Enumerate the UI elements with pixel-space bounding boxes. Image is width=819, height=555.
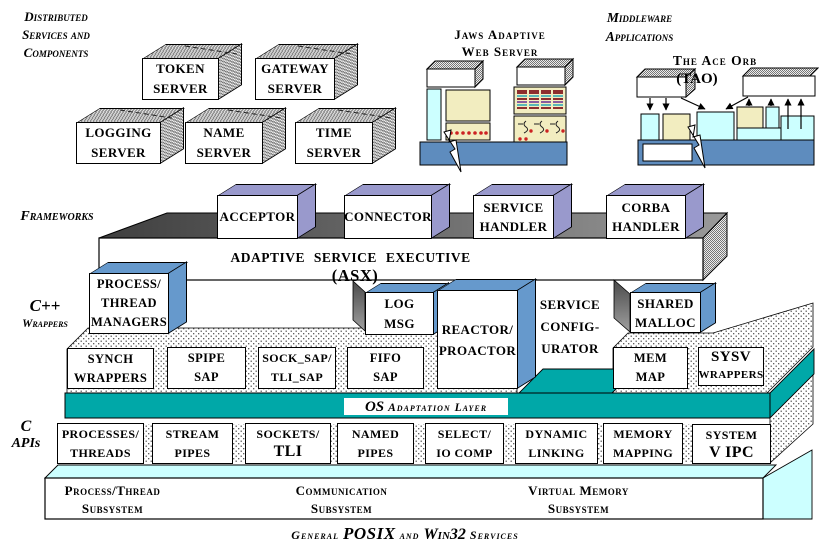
- box-dynamic-linking: DYNAMIC LINKING: [515, 423, 598, 464]
- box-acceptor: ACCEPTOR: [217, 183, 318, 239]
- box-process-thread-managers: PROCESS/ THREAD MANAGERS: [89, 261, 189, 334]
- box-name-server: NAME SERVER: [185, 107, 288, 164]
- label-virtual-memory-subsystem: Virtual Memory Subsystem: [528, 483, 629, 516]
- box-time-server: TIME SERVER: [295, 107, 398, 164]
- label-communication-subsystem: Communication Subsystem: [295, 483, 388, 516]
- box-mem-map: MEM MAP: [613, 347, 688, 389]
- box-spipe-sap: SPIPE SAP: [167, 347, 246, 389]
- box-service-handler: SERVICE HANDLER: [473, 183, 574, 239]
- box-gateway-server: GATEWAY SERVER: [255, 43, 360, 100]
- label-frameworks: Frameworks: [20, 209, 94, 224]
- box-named-pipes: NAMED PIPES: [337, 423, 414, 464]
- box-processes-threads: PROCESSES/ THREADS: [57, 423, 144, 464]
- box-shared-malloc: SHARED MALLOC: [630, 282, 718, 333]
- tao-diagram: [635, 67, 819, 169]
- box-corba-handler: CORBA HANDLER: [606, 183, 706, 239]
- asx-label: ADAPTIVE SERVICE EXECUTIVE (ASX): [230, 250, 471, 285]
- label-service-configurator: SERVICE CONFIG- URATOR: [539, 297, 601, 356]
- label-tao-paren: (TAO): [676, 71, 718, 87]
- label-c: C: [20, 418, 32, 435]
- os-adaptation-layer-label: OS Adaptation Layer: [344, 398, 508, 415]
- label-process-thread-subsystem: Process/Thread Subsystem: [64, 483, 161, 516]
- box-reactor-proactor: REACTOR/ PROACTOR: [437, 278, 538, 389]
- label-middleware-applications: Middleware Applications: [605, 10, 674, 44]
- box-stream-pipes: STREAM PIPES: [152, 423, 233, 464]
- box-sock-sap: SOCK_SAP/ TLI_SAP: [258, 347, 336, 389]
- subsystem-slab: [43, 449, 813, 520]
- jaws-diagram: [419, 57, 575, 173]
- label-tao-title: The Ace Orb: [672, 53, 758, 68]
- box-connector: CONNECTOR: [344, 183, 452, 239]
- label-cpp-wrappers: Wrappers: [22, 318, 68, 330]
- box-sockets-tli: SOCKETS/TLI: [245, 423, 331, 464]
- box-select-io-comp: SELECT/ IO COMP: [425, 423, 504, 464]
- label-c-apis: APIs: [11, 436, 41, 451]
- label-distributed-services: Distributed Services and Components: [22, 9, 90, 60]
- box-memory-mapping: MEMORY MAPPING: [603, 423, 683, 464]
- box-logging-server: LOGGING SERVER: [76, 107, 186, 164]
- box-fifo-sap: FIFO SAP: [347, 347, 424, 389]
- label-jaws-title: Jaws Adaptive Web Server: [454, 27, 546, 59]
- box-synch-wrappers: SYNCH WRAPPERS: [67, 348, 154, 389]
- box-token-server: TOKEN SERVER: [142, 43, 244, 100]
- label-cpp: C++: [29, 296, 61, 315]
- caption-general-posix: General POSIX and Win32 Services: [291, 524, 519, 543]
- box-log-msg: LOG MSG: [365, 282, 451, 335]
